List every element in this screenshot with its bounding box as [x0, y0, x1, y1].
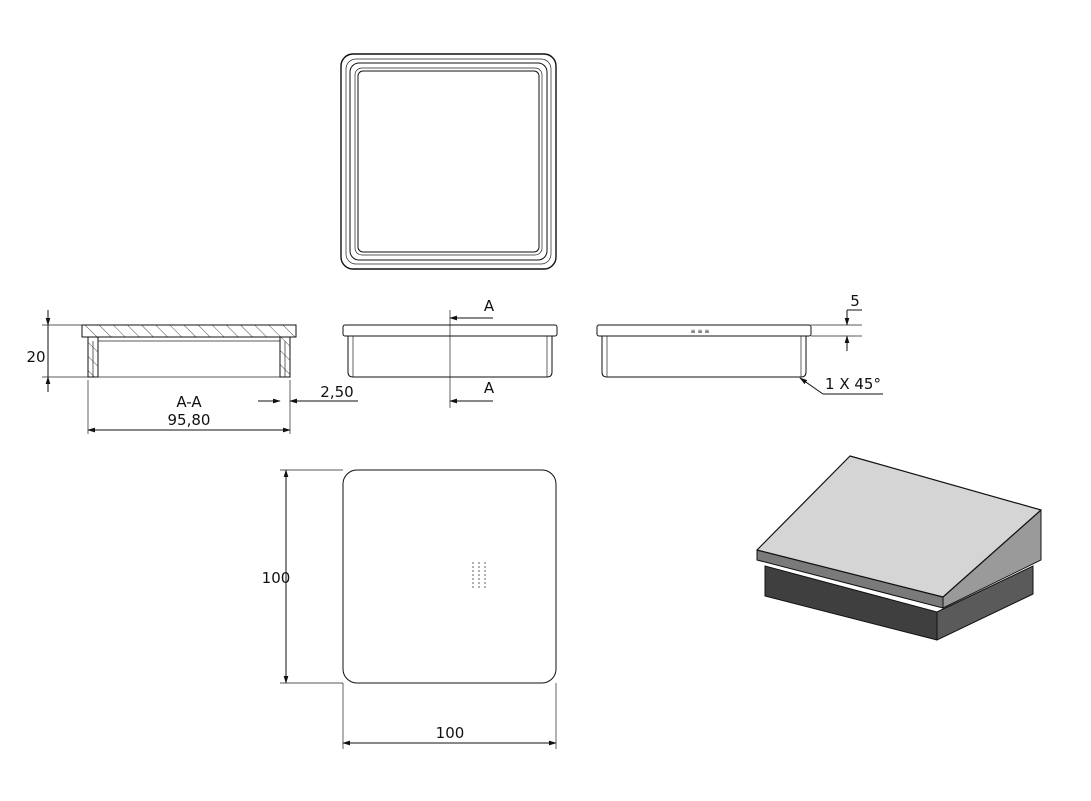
side-view: ≡ ≡ ≡: [596, 324, 812, 378]
dimension-inner-width: A-A 95,80: [87, 380, 291, 434]
section-marker-top: A: [484, 297, 495, 315]
dimension-wall-thickness: 2,50: [258, 383, 358, 404]
section-a-a-view: [81, 324, 297, 378]
top-view-square-frame: [340, 53, 557, 270]
section-view-label: A-A: [176, 393, 202, 411]
chamfer-note: 1 X 45°: [825, 375, 881, 393]
chamfer-leader: 1 X 45°: [799, 375, 883, 395]
dim-20-label: 20: [26, 348, 45, 366]
dim-2-50-label: 2,50: [320, 383, 353, 401]
plan-view: [342, 469, 557, 684]
plan-marking: [472, 562, 486, 590]
dimension-height-20: 20: [26, 310, 88, 392]
dimension-plan-height: 100: [262, 469, 343, 684]
section-line-a: A A: [449, 297, 495, 408]
dim-100-horizontal-label: 100: [436, 724, 465, 742]
section-marker-bottom: A: [484, 379, 495, 397]
dim-100-vertical-label: 100: [262, 569, 291, 587]
dimension-plan-width: 100: [342, 683, 557, 749]
dimension-top-thickness: 5: [811, 292, 862, 351]
isometric-view: [756, 455, 1042, 641]
dim-5-label: 5: [850, 292, 860, 310]
side-marking-glyph: ≡ ≡ ≡: [691, 328, 710, 335]
dim-95-80-label: 95,80: [168, 411, 211, 429]
